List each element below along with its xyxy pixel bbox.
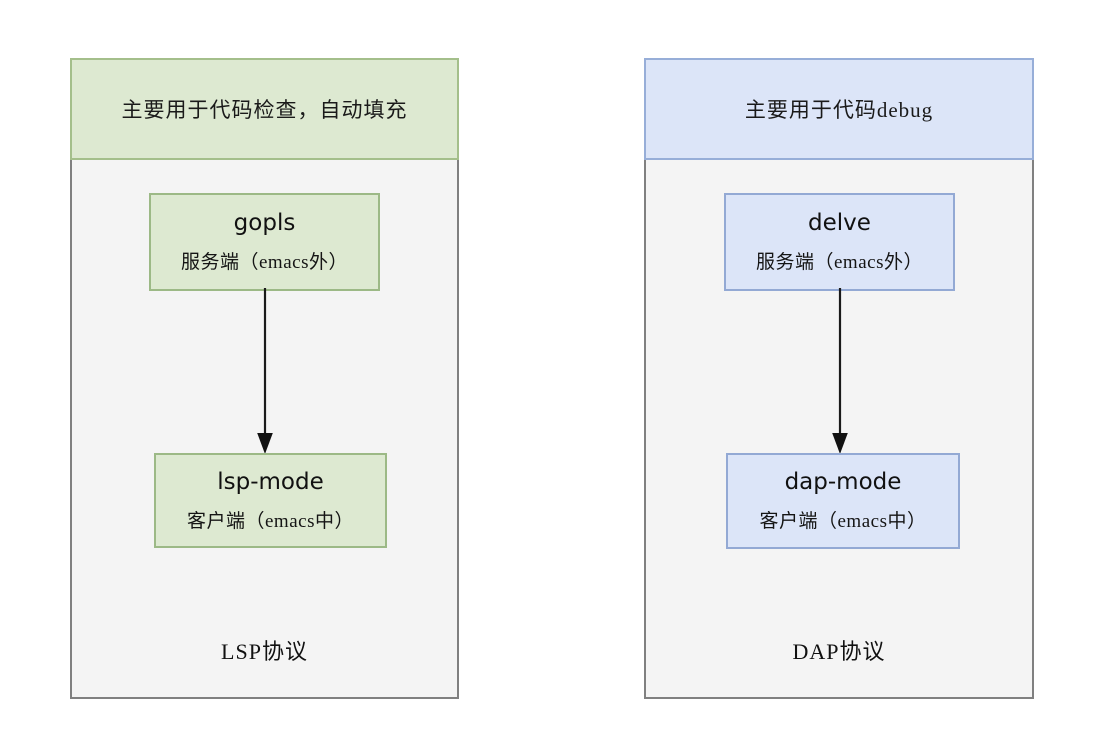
down-arrow-icon-dap: [832, 288, 848, 454]
node-dap-mode-subtitle: 客户端（emacs中）: [759, 511, 927, 532]
down-arrow-icon-lsp: [257, 288, 273, 454]
node-dap-mode-title: dap-mode: [784, 469, 902, 495]
node-lsp-mode-title: lsp-mode: [217, 468, 324, 495]
node-delve-title: delve: [808, 210, 871, 236]
node-gopls-title: gopls: [233, 210, 296, 236]
node-gopls-subtitle: 服务端（emacs外）: [181, 252, 348, 273]
node-dap-mode[interactable]: dap-mode 客户端（emacs中）: [726, 453, 960, 549]
panel-lsp: 主要用于代码检查，自动填充 gopls 服务端（emacs外） lsp-mode…: [70, 58, 459, 699]
panel-lsp-header-text: 主要用于代码检查，自动填充: [121, 98, 408, 122]
panel-dap-header: 主要用于代码debug: [644, 58, 1034, 160]
panel-dap-header-text: 主要用于代码debug: [744, 98, 934, 122]
protocol-label-dap: DAP协议: [792, 639, 886, 664]
node-lsp-mode-subtitle: 客户端（emacs中）: [187, 510, 354, 532]
node-lsp-mode[interactable]: lsp-mode 客户端（emacs中）: [154, 453, 387, 548]
node-delve[interactable]: delve 服务端（emacs外）: [724, 193, 955, 291]
protocol-label-lsp: LSP协议: [221, 639, 308, 664]
panel-lsp-header: 主要用于代码检查，自动填充: [70, 58, 459, 160]
node-gopls[interactable]: gopls 服务端（emacs外）: [149, 193, 380, 291]
node-delve-subtitle: 服务端（emacs外）: [756, 252, 923, 273]
panel-dap: 主要用于代码debug delve 服务端（emacs外） dap-mode 客…: [644, 58, 1034, 699]
